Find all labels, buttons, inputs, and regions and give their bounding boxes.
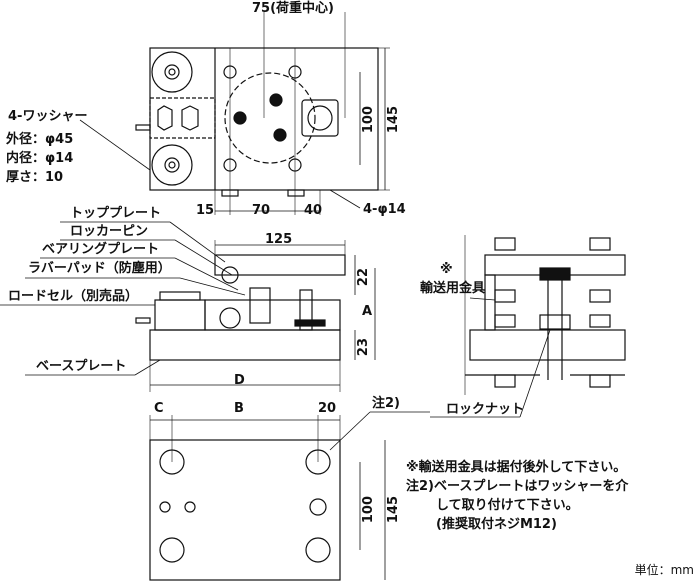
bottom-dim-b: B (234, 401, 244, 416)
washer-title: 4-ワッシャー (8, 109, 88, 124)
label-base-plate: ベースプレート (36, 359, 127, 374)
label-bearing-plate: ベアリングプレート (42, 242, 160, 257)
transport-label: 輸送用金具 (420, 281, 486, 296)
transport-mark: ※ (440, 262, 453, 277)
note-2: 注2)ベースプレートはワッシャーを介 (406, 479, 629, 494)
top-dim-40: 40 (304, 203, 323, 218)
lock-nut-label: ロックナット (446, 402, 525, 417)
side-dim-22: 22 (356, 268, 371, 287)
note-transport: ※輸送用金具は据付後外して下さい。 (406, 460, 627, 475)
note-screw: (推奨取付ネジM12) (436, 517, 557, 532)
top-view (79, 12, 390, 215)
bottom-dim-20: 20 (318, 401, 337, 416)
load-center-dim: 75(荷重中心) (252, 1, 334, 16)
top-dim-145: 145 (386, 106, 401, 134)
side-dim-a: A (362, 304, 373, 319)
side-dim-23: 23 (356, 338, 371, 357)
label-rubber-pad: ラバーパッド（防塵用） (28, 261, 171, 276)
top-dim-15: 15 (196, 203, 215, 218)
bottom-dim-c: C (154, 401, 164, 416)
side-view (0, 221, 376, 392)
label-load-cell: ロードセル（別売品） (8, 289, 139, 304)
side-dim-d: D (234, 373, 245, 388)
label-rocker-pin: ロッカーピン (70, 224, 149, 239)
top-dim-70: 70 (252, 203, 271, 218)
side-dim-125: 125 (265, 232, 293, 247)
washer-outer: 外径：φ45 (6, 132, 74, 147)
note-2-cont: して取り付けて下さい。 (436, 498, 579, 513)
hole-label: 4-φ14 (363, 202, 406, 217)
bottom-dim-100: 100 (361, 496, 376, 524)
unit-label: 単位：mm (634, 563, 694, 577)
note2-ref: 注2) (372, 396, 400, 411)
bottom-view (149, 411, 430, 581)
label-top-plate: トッププレート (70, 206, 162, 221)
washer-inner: 内径：φ14 (6, 151, 74, 166)
top-dim-100: 100 (361, 106, 376, 134)
washer-thickness: 厚さ：10 (6, 170, 64, 185)
bottom-dim-145: 145 (386, 496, 401, 524)
notes: ※輸送用金具は据付後外して下さい。 注2)ベースプレートはワッシャーを介 して取… (406, 458, 628, 534)
right-view (430, 235, 626, 418)
